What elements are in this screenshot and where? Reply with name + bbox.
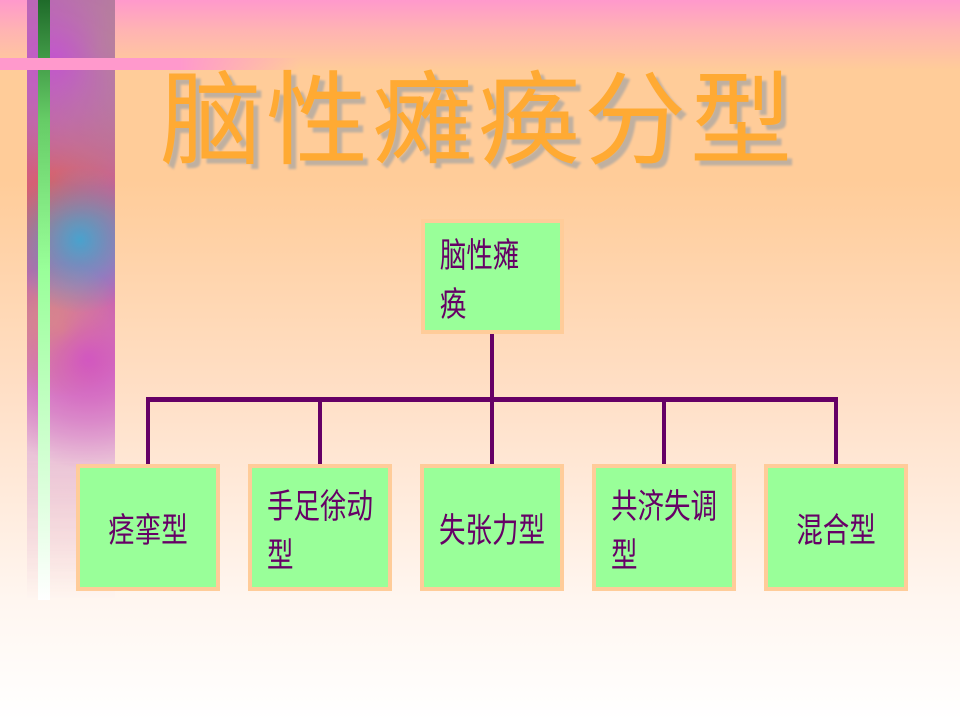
decorative-vertical-bar	[38, 0, 50, 600]
child-node-spastic: 痉挛型	[76, 464, 220, 591]
child-node-athetoid: 手足徐动型	[248, 464, 392, 591]
root-node: 脑性瘫痪	[421, 219, 564, 334]
slide-title: 脑性瘫痪分型	[160, 62, 796, 181]
connector-child-4	[662, 399, 666, 465]
connector-child-1	[146, 399, 150, 465]
child-node-label: 共济失调型	[610, 486, 718, 576]
child-node-mixed: 混合型	[764, 464, 908, 591]
child-node-label: 混合型	[796, 511, 876, 551]
child-node-ataxic: 共济失调型	[592, 464, 736, 591]
child-node-label: 失张力型	[438, 511, 546, 551]
child-node-label: 手足徐动型	[266, 486, 374, 576]
root-node-label: 脑性瘫痪	[439, 235, 520, 325]
decorative-horizontal-bar	[0, 58, 300, 70]
connector-child-5	[834, 399, 838, 465]
connector-root	[490, 334, 494, 401]
connector-child-2	[318, 399, 322, 465]
child-node-label: 痉挛型	[108, 511, 188, 551]
connector-child-3	[490, 399, 494, 465]
child-node-atonic: 失张力型	[420, 464, 564, 591]
